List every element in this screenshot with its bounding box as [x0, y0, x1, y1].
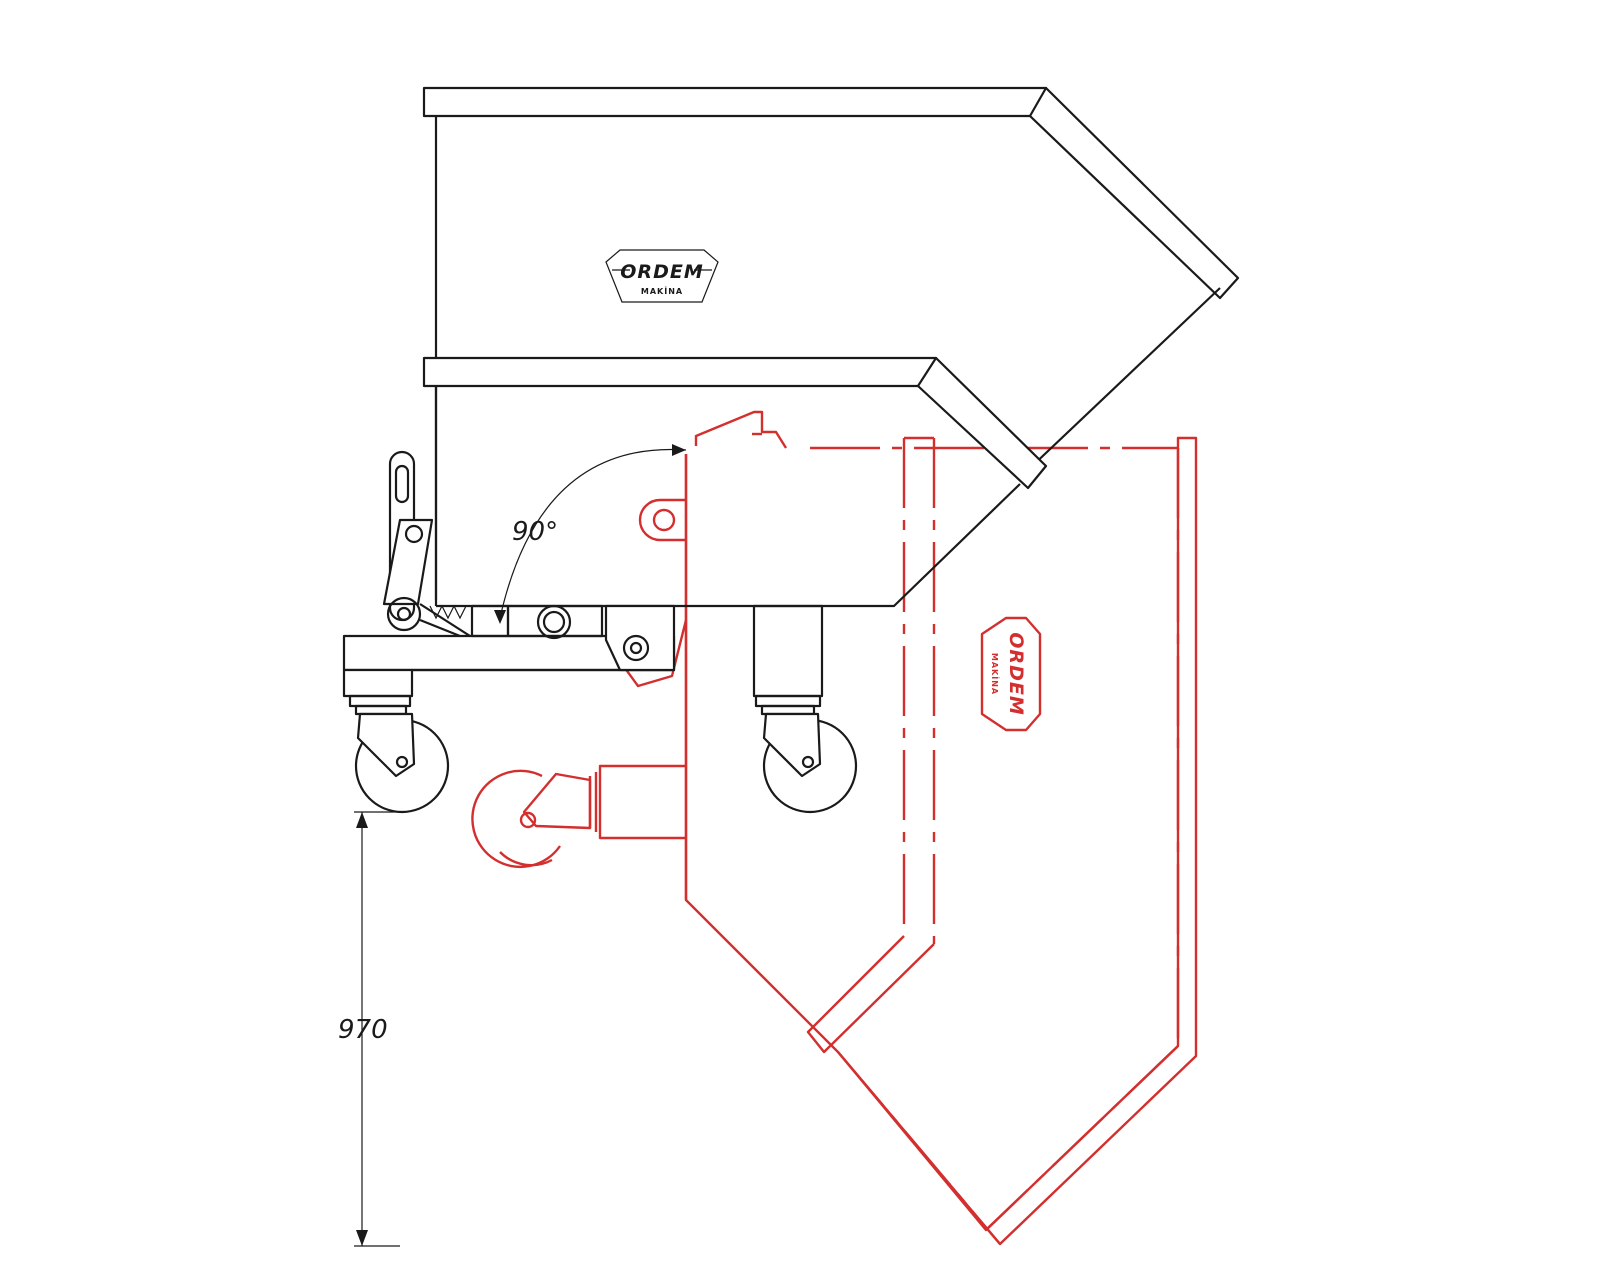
right-caster-wheel: [754, 694, 858, 814]
height-dimension: 970: [338, 811, 400, 1247]
red-brand-logo: ORDEM MAKİNA: [980, 616, 1042, 732]
left-caster-wheel: [348, 694, 450, 814]
tilt-angle-label: 90°: [512, 517, 558, 547]
black-brand-logo: ORDEM MAKİNA: [605, 249, 719, 303]
height-dimension-label: 970: [338, 1015, 388, 1045]
red-logo-sub-text: MAKİNA: [990, 653, 1000, 695]
black-logo-brand-text: ORDEM: [620, 261, 703, 283]
chassis-frame: [342, 604, 824, 698]
tilted-bin-outline: [471, 410, 1198, 1246]
tilt-angle-dimension: 90°: [494, 444, 687, 624]
red-logo-brand-text: ORDEM: [1005, 632, 1027, 715]
tipping-lever: [382, 450, 471, 638]
black-logo-sub-text: MAKİNA: [641, 286, 683, 296]
